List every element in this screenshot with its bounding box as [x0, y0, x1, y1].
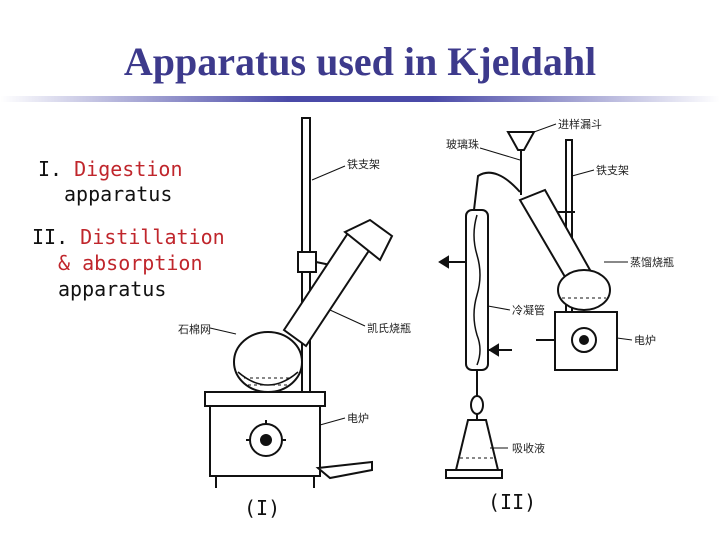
legend-item-1: I. Digestion — [38, 156, 183, 182]
condenser-inner — [473, 214, 481, 366]
stove-dial-center-2 — [579, 335, 589, 345]
label-electric-stove-2: 电炉 — [634, 334, 656, 347]
leader-funnel — [533, 123, 557, 133]
stand-base-1 — [315, 460, 373, 480]
funnel-1 — [343, 218, 394, 262]
label-iron-stand-1: 铁支架 — [347, 158, 380, 171]
distillation-apparatus — [438, 123, 633, 479]
clamp-1 — [297, 251, 317, 273]
label-glass-bead: 玻璃珠 — [446, 137, 479, 151]
distill-flask-bulb — [557, 269, 611, 311]
leader-asbestos-net — [209, 327, 237, 335]
asbestos-plate — [204, 391, 326, 407]
legend-item-2-number: II. — [32, 225, 69, 249]
leader-iron-stand-2 — [571, 169, 595, 177]
flask-neck — [282, 228, 374, 348]
legend-item-1-number: I. — [38, 157, 63, 181]
label-asbestos-net: 石棉网 — [178, 322, 211, 336]
caption-apparatus-2: (II) — [488, 490, 537, 514]
legend-item-1-rest: apparatus — [64, 182, 173, 206]
stove-dial-center-1 — [260, 434, 272, 446]
legend-item-1-title: Digestion — [74, 157, 183, 181]
label-kjeldahl-flask: 凯氏烧瓶 — [367, 321, 411, 335]
leader-stove-2 — [616, 337, 633, 341]
label-absorb-liquid: 吸收液 — [512, 441, 545, 455]
caption-apparatus-1: (I) — [244, 496, 281, 520]
leader-condenser — [487, 305, 511, 311]
digestion-apparatus — [204, 117, 394, 488]
receiving-flask — [454, 419, 500, 471]
page-title: Apparatus used in Kjeldahl — [123, 39, 597, 84]
label-condenser: 冷凝管 — [512, 303, 545, 317]
leader-iron-stand-1 — [311, 165, 346, 181]
stand-base-2 — [445, 469, 503, 479]
outlet-bulb — [470, 395, 484, 415]
label-distill-flask: 蒸馏烧瓶 — [630, 255, 674, 269]
sample-funnel — [506, 131, 536, 151]
distill-flask-neck — [518, 188, 592, 284]
label-iron-stand-2: 铁支架 — [596, 164, 629, 177]
leader-kjeldahl-flask — [329, 309, 366, 327]
label-electric-stove-1: 电炉 — [347, 412, 369, 425]
connecting-tube — [473, 171, 521, 211]
leader-glass-bead — [479, 147, 521, 161]
legend-item-2-rest: apparatus — [58, 277, 167, 301]
title-divider — [0, 96, 720, 102]
condenser — [465, 209, 489, 371]
legend-item-2-subtitle: & absorption — [58, 251, 203, 275]
kjeldahl-flask-bulb — [233, 331, 303, 393]
leader-stove-1 — [319, 417, 346, 426]
legend-item-2-title: Distillation — [80, 225, 225, 249]
water-out-arrow — [438, 255, 449, 269]
label-funnel: 进样漏斗 — [558, 117, 602, 131]
legend-item-2: II. Distillation — [32, 224, 225, 250]
water-in-arrow — [488, 343, 499, 357]
